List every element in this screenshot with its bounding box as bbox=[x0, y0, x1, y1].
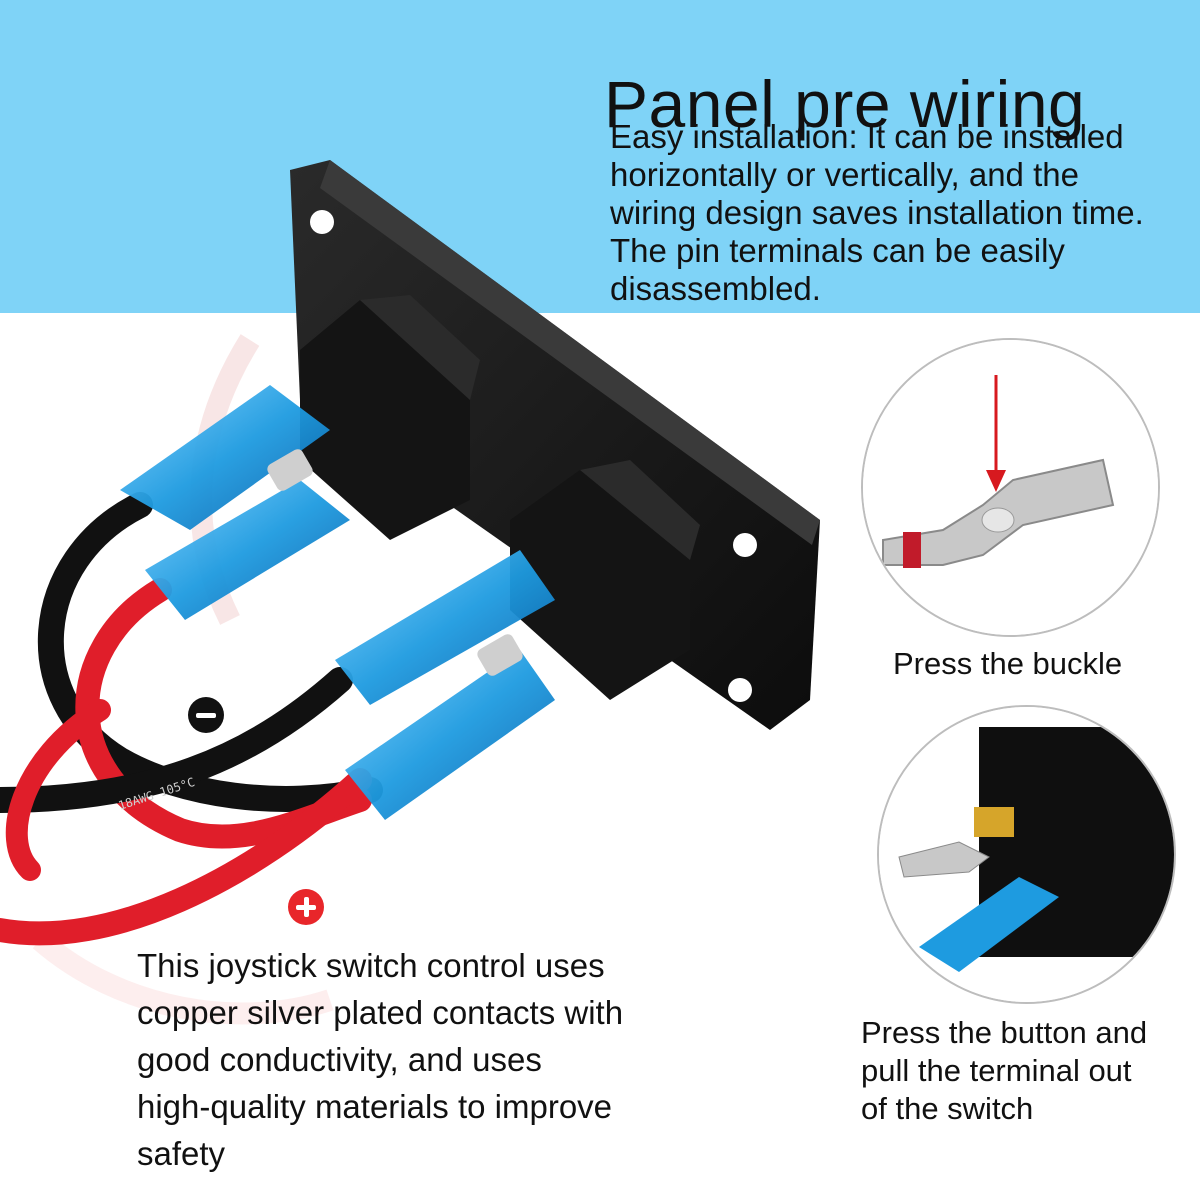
minus-circle-icon bbox=[188, 697, 224, 733]
detail-press-button bbox=[877, 705, 1176, 1004]
top-banner-background bbox=[0, 0, 1200, 313]
terminal-closeup-image bbox=[863, 340, 1158, 635]
feature-description: This joystick switch control uses copper… bbox=[137, 942, 677, 1177]
caption-line: pull the terminal out bbox=[861, 1053, 1132, 1088]
intro-line: wiring design saves installation time. bbox=[610, 194, 1144, 231]
body-line: good conductivity, and uses bbox=[137, 1041, 542, 1078]
body-line: high-quality materials to improve bbox=[137, 1088, 613, 1125]
caption-line: of the switch bbox=[861, 1091, 1034, 1126]
page-title: Panel pre wiring bbox=[604, 67, 1086, 142]
caption-line: Press the button and bbox=[861, 1015, 1148, 1050]
detail-2-caption: Press the button and pull the terminal o… bbox=[861, 1014, 1191, 1128]
detail-press-buckle bbox=[861, 338, 1160, 637]
intro-line: The pin terminals can be easily bbox=[610, 232, 1065, 269]
intro-paragraph: Easy installation: It can be installed h… bbox=[610, 118, 1185, 308]
plus-circle-icon bbox=[288, 889, 324, 925]
intro-line: disassembled. bbox=[610, 270, 821, 307]
body-line: This joystick switch control uses bbox=[137, 947, 605, 984]
intro-line: horizontally or vertically, and the bbox=[610, 156, 1079, 193]
body-line: safety bbox=[137, 1135, 226, 1172]
detail-1-caption: Press the buckle bbox=[893, 646, 1123, 681]
intro-line: Easy installation: It can be installed bbox=[610, 118, 1124, 155]
body-line: copper silver plated contacts with bbox=[137, 994, 624, 1031]
switch-closeup-image bbox=[879, 707, 1174, 1002]
